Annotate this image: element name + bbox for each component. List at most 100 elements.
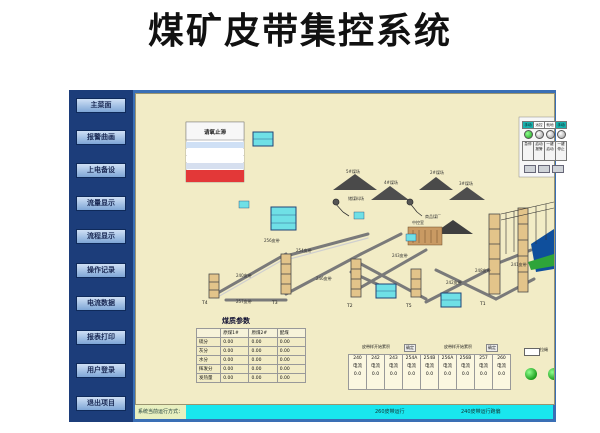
current-unit: 电流 (497, 364, 506, 369)
belt-label: 242皮带 (446, 279, 462, 285)
station-t1: T1 (479, 301, 486, 307)
status-box[interactable] (552, 165, 564, 173)
quality-cell: 0.00 (220, 346, 250, 356)
status-belt-240: 240皮带运行跑偏 (461, 409, 501, 415)
current-unit: 电流 (479, 364, 488, 369)
quality-row-label: 硫分 (195, 337, 222, 347)
station-t2: T2 (346, 303, 353, 309)
pull-rope-field[interactable] (524, 348, 540, 356)
quality-row-label: 灰分 (195, 346, 222, 356)
current-value: 0.0 (497, 372, 506, 377)
process-diagram: 请氧止滞 5#煤场 4#煤场 2#煤场 (185, 116, 554, 309)
pull-rope-label: 拉绳 (540, 347, 548, 352)
stacker-right (406, 198, 423, 217)
info-box-1[interactable] (270, 206, 297, 231)
storage-label: 储煤料场 (348, 195, 364, 201)
current-value: 0.0 (425, 372, 434, 377)
current-id: 254A (405, 356, 418, 361)
nav-button-0[interactable]: 主菜面 (76, 98, 126, 113)
coal-pile-4: 4#煤场 (371, 179, 409, 200)
nav-button-6[interactable]: 电流数据 (76, 296, 126, 311)
current-header-left: 皮带样开始累积 (362, 344, 390, 349)
nav-button-2[interactable]: 上电备设 (76, 163, 126, 178)
confirm-button[interactable]: 确定 (486, 344, 498, 352)
current-value: 0.0 (479, 372, 488, 377)
current-unit: 电流 (443, 364, 452, 369)
info-box-5[interactable] (238, 200, 417, 242)
quality-title: 煤质参数 (222, 317, 250, 325)
nav-button-3[interactable]: 流量显示 (76, 196, 126, 211)
status-box[interactable] (538, 165, 550, 173)
station-t4: T4 (201, 300, 208, 306)
info-box-3[interactable] (375, 283, 397, 299)
current-value: 0.0 (371, 372, 380, 377)
mode-lamp-icon (546, 130, 555, 139)
water-area (528, 229, 554, 272)
quality-header: 配煤 (276, 328, 307, 338)
station-t3: T3 (271, 300, 278, 306)
info-box-2[interactable] (252, 131, 274, 147)
belt-label: 246皮带 (316, 275, 332, 281)
current-header-right: 皮带样开始累积 (444, 344, 472, 349)
current-value: 0.0 (461, 372, 470, 377)
current-id: 256A (441, 356, 454, 361)
current-id: 256B (459, 356, 472, 361)
belt-label: 257皮带 (236, 298, 252, 304)
nav-button-8[interactable]: 用户登录 (76, 363, 126, 378)
main-panel: 请氧止滞 5#煤场 4#煤场 2#煤场 (135, 93, 567, 405)
quality-cell: 0.00 (248, 373, 278, 383)
status-belt-260: 260皮带运行 (375, 409, 405, 415)
coal-pile-2: 2#煤场 (419, 169, 453, 190)
current-unit: 电流 (425, 364, 434, 369)
current-unit: 电流 (407, 364, 416, 369)
mode-button-3[interactable]: 手动 (555, 121, 567, 129)
belt-label: 243皮带 (392, 252, 408, 258)
status-box[interactable] (524, 165, 536, 173)
page-title: 煤矿皮带集控系统 (147, 11, 452, 52)
mode-lamp-icon (535, 130, 544, 139)
quality-cell: 0.00 (248, 346, 278, 356)
indicator-panel: 拉绳 (524, 346, 554, 394)
stacker-left (332, 198, 350, 217)
status-mode: 系统当前运行方式： (135, 405, 187, 419)
pile-label: 3#煤场 (459, 180, 473, 186)
belt-label: 240皮带 (236, 272, 252, 278)
pile-label: 2#煤场 (430, 169, 444, 175)
alarm-box-title: 请氧止滞 (204, 128, 227, 136)
alarm-list-box[interactable]: 请氧止滞 (185, 121, 245, 183)
nav-button-4[interactable]: 流程显示 (76, 229, 126, 244)
quality-row-label: 发热量 (195, 373, 222, 383)
quality-cell: 0.00 (276, 337, 307, 347)
quality-cell: 0.00 (276, 373, 307, 383)
quality-cell: 0.00 (220, 355, 250, 365)
current-id: 260 (497, 356, 506, 361)
current-unit: 电流 (389, 364, 398, 369)
pile-label: 商品煤厂 (425, 213, 441, 219)
current-column: 260 电流 0.0 (492, 354, 511, 390)
quality-cell: 0.00 (276, 346, 307, 356)
scada-screen: 主菜面报警曲画上电备设流量显示流程显示操作记录电流数据报表打印用户登录退出项目 … (69, 90, 567, 422)
nav-button-5[interactable]: 操作记录 (76, 263, 126, 278)
confirm-button[interactable]: 确定 (404, 344, 416, 352)
nav-button-7[interactable]: 报表打印 (76, 330, 126, 345)
quality-cell: 0.00 (220, 373, 250, 383)
current-unit: 电流 (353, 364, 362, 369)
nav-button-9[interactable]: 退出项目 (76, 396, 126, 411)
belt-label: 248皮带 (475, 267, 491, 273)
current-id: 257 (479, 356, 488, 361)
quality-cell: 0.00 (248, 337, 278, 347)
current-id: 254B (423, 356, 436, 361)
info-box-4[interactable] (440, 292, 462, 308)
action-button-3[interactable]: 一键停止 (555, 141, 567, 161)
nav-button-1[interactable]: 报警曲画 (76, 130, 126, 145)
quality-header (195, 328, 222, 338)
current-column: 254B 电流 0.0 (420, 354, 439, 390)
quality-row-label: 挥发分 (195, 364, 222, 374)
